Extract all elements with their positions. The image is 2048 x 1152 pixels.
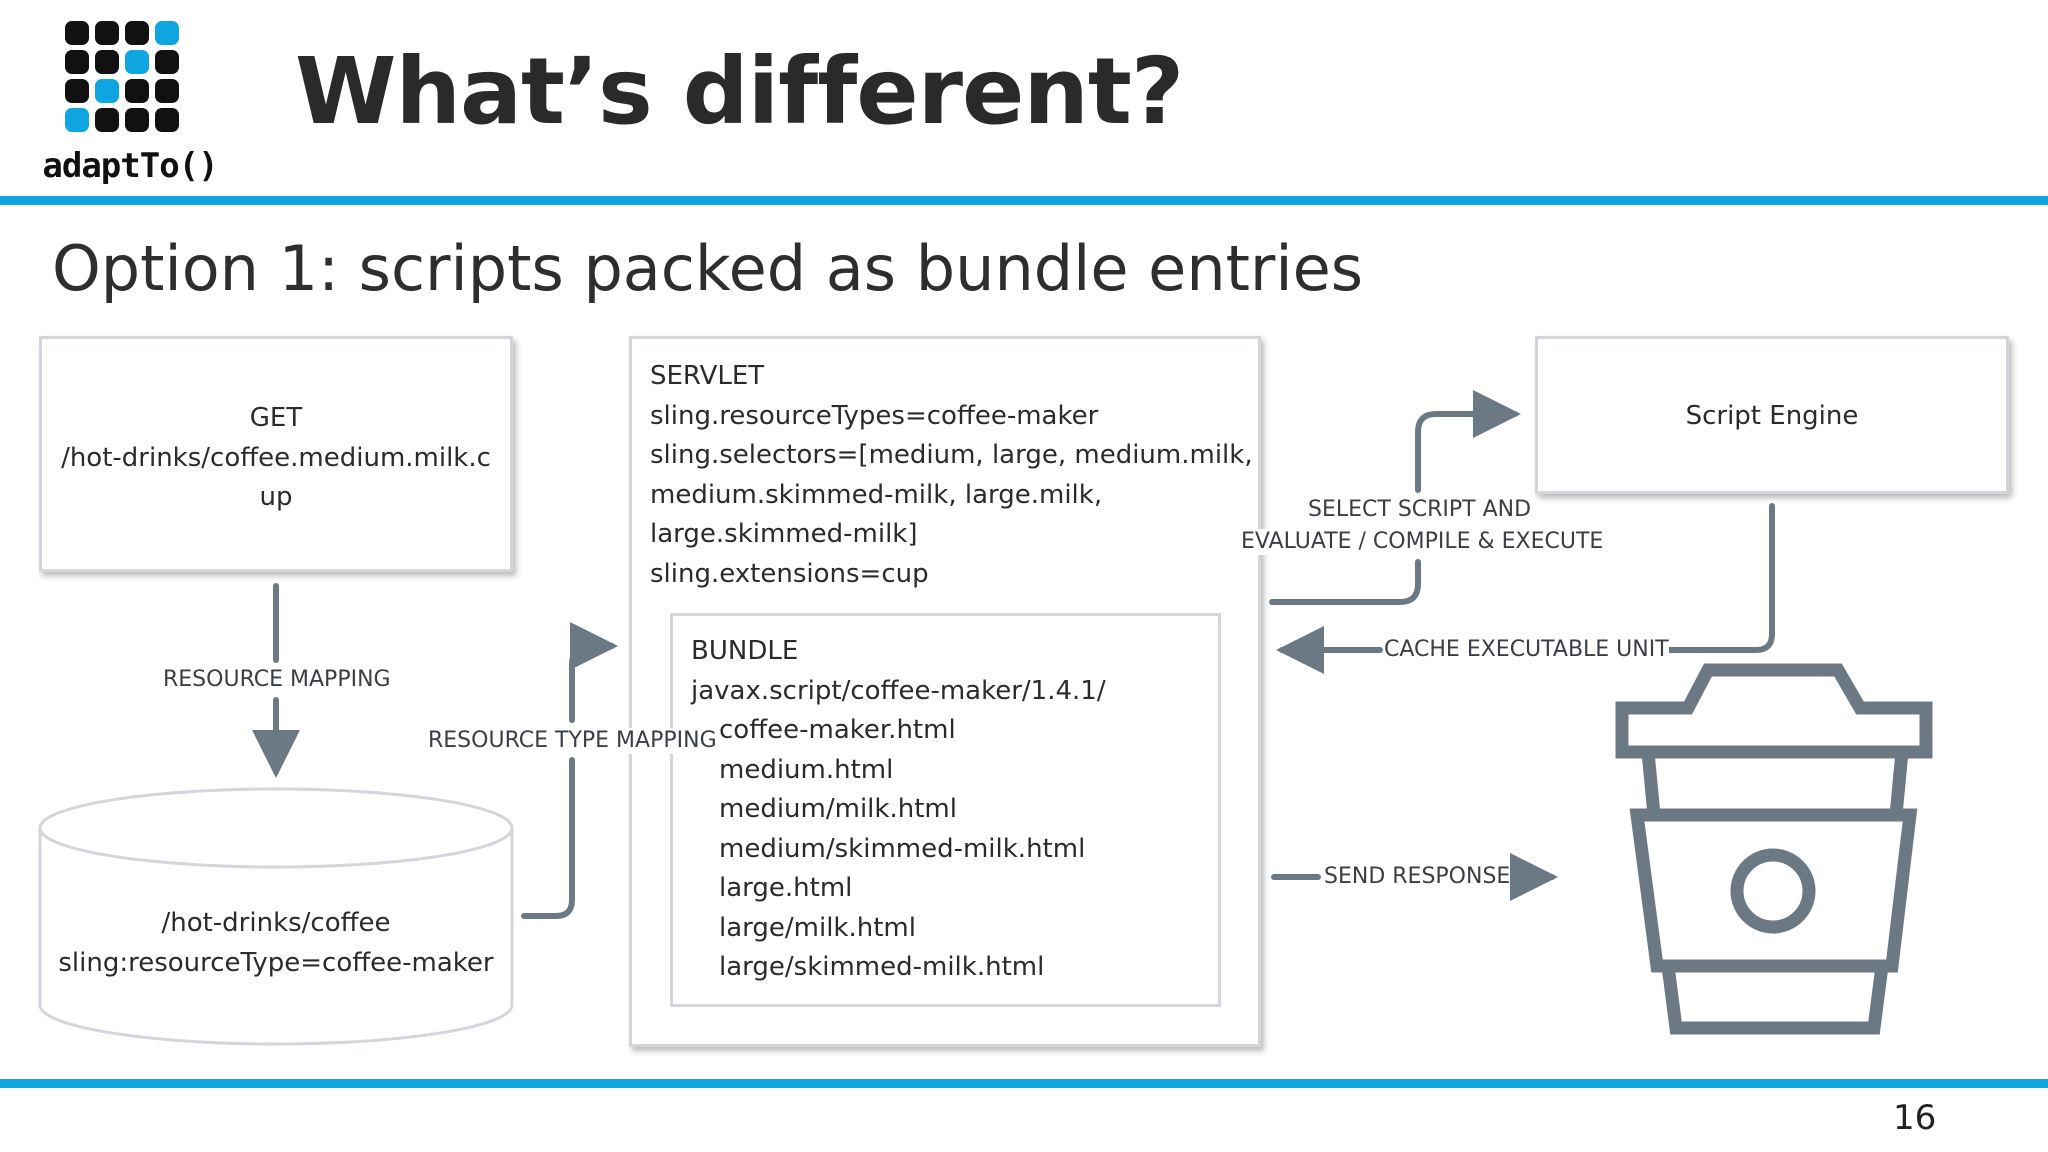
logo-dot xyxy=(155,79,179,103)
request-method: GET xyxy=(249,403,303,433)
send-response-label: SEND RESPONSE xyxy=(1324,864,1511,890)
logo-dot xyxy=(95,21,119,45)
slide-subtitle: Option 1: scripts packed as bundle entri… xyxy=(52,232,1364,305)
evaluate-compile-execute-label: EVALUATE / COMPILE & EXECUTE xyxy=(1241,529,1604,555)
script-engine-box: Script Engine xyxy=(1535,336,2009,494)
bundle-file: coffee-maker.html xyxy=(719,715,956,745)
logo-dot xyxy=(65,21,89,45)
resource-type-mapping-lower xyxy=(521,757,575,919)
bundle-file: medium.html xyxy=(719,754,894,785)
resource-mapping-label: RESOURCE MAPPING xyxy=(163,667,391,693)
resource-type-mapping-arrow xyxy=(569,622,618,723)
request-path-continued: up xyxy=(259,482,293,512)
logo-dot xyxy=(155,50,179,74)
resource-cylinder xyxy=(38,787,514,1046)
resource-type-mapping-label: RESOURCE TYPE MAPPING xyxy=(428,728,717,754)
servlet-selectors: sling.selectors=[medium, large, medium.m… xyxy=(650,440,1253,470)
select-script-lower xyxy=(1269,559,1421,605)
bundle-file: large.html xyxy=(719,873,853,903)
logo-dot xyxy=(155,108,179,132)
logo-dot xyxy=(125,108,149,132)
logo-dot xyxy=(65,108,89,132)
logo-dot xyxy=(65,50,89,74)
cache-executable-unit-label: CACHE EXECUTABLE UNIT xyxy=(1384,637,1669,663)
slide-title: What’s different? xyxy=(295,38,1184,145)
coffee-cup-icon xyxy=(1615,663,1933,1035)
logo-dot xyxy=(65,79,89,103)
logo-dot xyxy=(95,108,119,132)
header-divider xyxy=(0,196,2048,205)
logo-dot xyxy=(125,50,149,74)
request-box: GET /hot-drinks/coffee.medium.milk.c up xyxy=(39,336,513,572)
page-number: 16 xyxy=(1893,1098,1937,1138)
footer-divider xyxy=(0,1079,2048,1088)
logo-dot xyxy=(125,79,149,103)
logo-dot xyxy=(155,21,179,45)
bundle-path: javax.script/coffee-maker/1.4.1/ xyxy=(691,675,1106,706)
script-engine-label: Script Engine xyxy=(1685,401,1859,431)
servlet-box: SERVLET sling.resourceTypes=coffee-maker… xyxy=(629,336,1261,1047)
resource-path: /hot-drinks/coffee xyxy=(161,908,391,938)
adaptto-logo: adaptTo() xyxy=(40,18,220,186)
bundle-file: medium/skimmed-milk.html xyxy=(719,833,1086,864)
logo-dot xyxy=(95,79,119,103)
servlet-selectors-end: large.skimmed-milk] xyxy=(650,519,918,549)
servlet-heading: SERVLET xyxy=(650,361,765,391)
select-script-arrow xyxy=(1415,390,1521,493)
cache-line xyxy=(1665,503,1775,653)
servlet-extensions: sling.extensions=cup xyxy=(650,558,929,589)
bundle-file: large/milk.html xyxy=(719,912,916,943)
bundle-box: BUNDLE javax.script/coffee-maker/1.4.1/ … xyxy=(670,613,1221,1007)
bundle-heading: BUNDLE xyxy=(691,636,799,666)
resource-info: /hot-drinks/coffee sling:resourceType=co… xyxy=(40,904,512,983)
logo-dot xyxy=(95,50,119,74)
resource-type: sling:resourceType=coffee-maker xyxy=(58,947,494,978)
servlet-selectors-continued: medium.skimmed-milk, large.milk, xyxy=(650,479,1103,510)
bundle-file: large/skimmed-milk.html xyxy=(719,952,1045,982)
logo-text: adaptTo() xyxy=(42,146,218,186)
logo-dot xyxy=(125,21,149,45)
select-script-label: SELECT SCRIPT AND xyxy=(1308,497,1532,523)
logo-dot-grid-icon xyxy=(65,21,179,132)
bundle-file: medium/milk.html xyxy=(719,794,957,824)
servlet-resource-types: sling.resourceTypes=coffee-maker xyxy=(650,400,1099,431)
request-path: /hot-drinks/coffee.medium.milk.c xyxy=(61,442,491,473)
